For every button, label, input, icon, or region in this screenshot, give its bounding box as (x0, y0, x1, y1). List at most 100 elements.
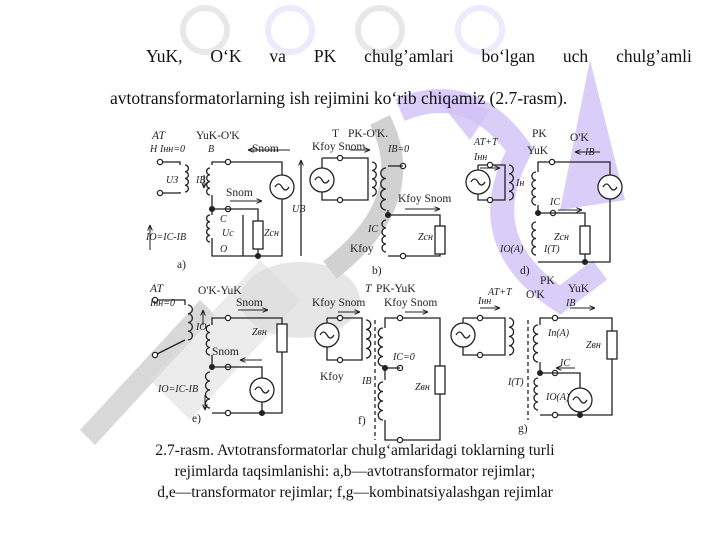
label: H (149, 144, 158, 155)
load-resistor (579, 225, 591, 255)
label: I(T) (543, 244, 560, 255)
terminal (551, 411, 559, 419)
winding-coil (365, 319, 372, 359)
wire (321, 157, 369, 201)
label: f) (358, 415, 366, 427)
current-arrow (201, 182, 207, 189)
label: Zвн (415, 382, 430, 393)
label: O (220, 244, 227, 255)
label: Zcн (264, 228, 279, 239)
terminal (396, 436, 404, 444)
wire (212, 208, 259, 221)
winding-coil (371, 161, 377, 197)
label: T (332, 128, 339, 140)
label: Zcн (418, 232, 433, 243)
paragraph-word: uch (562, 46, 589, 66)
ac-source-icon (254, 386, 270, 394)
current-arrow (422, 309, 429, 315)
label: Kfoy Snom (398, 193, 451, 205)
label: Kfoy (350, 243, 374, 255)
junction (581, 258, 589, 266)
load-resistor (434, 225, 446, 255)
label: d) (520, 265, 530, 277)
wire (538, 212, 586, 226)
paragraph-word: chulg’amlari (364, 46, 454, 66)
label: O'K (526, 289, 545, 301)
winding-coil (531, 171, 537, 206)
label: Iн (515, 178, 524, 189)
wire (540, 372, 581, 388)
label: IO (195, 322, 207, 333)
wire (211, 161, 283, 257)
current-arrow (256, 198, 263, 204)
paragraph-word: O‘K (210, 46, 242, 66)
current-arrow (494, 165, 501, 171)
wire (160, 161, 181, 165)
label: UB (292, 204, 305, 215)
winding-coil (508, 317, 515, 356)
winding-coil (380, 167, 387, 211)
label: Snom (226, 187, 253, 199)
terminal (336, 154, 344, 162)
current-arrow (494, 305, 501, 311)
caption-line-1: 2.7-rasm. Avtotransformatorlar chulg‘aml… (155, 442, 555, 459)
terminal (336, 314, 344, 322)
label: Iнн=0 (159, 144, 185, 155)
ac-source-icon (470, 178, 486, 186)
label: a) (177, 259, 186, 271)
current-arrow (364, 147, 371, 153)
label: Zвн (252, 327, 267, 338)
current-arrow (434, 206, 441, 212)
terminal (151, 351, 159, 359)
label: Uc (222, 228, 234, 239)
label: IO(A) (545, 392, 570, 403)
winding-coil (508, 164, 515, 201)
terminal (224, 409, 232, 417)
label: B (208, 144, 214, 155)
label: IC (549, 197, 560, 208)
winding-coil (205, 324, 211, 356)
label: In(A) (547, 328, 570, 339)
label: b) (372, 265, 382, 277)
terminal (156, 189, 164, 197)
wire (384, 394, 441, 441)
label: I(T) (507, 377, 524, 388)
ac-source-icon (602, 183, 618, 191)
winding-coil (206, 167, 211, 196)
label: T (365, 283, 373, 295)
current-arrow (200, 309, 206, 316)
ac-source-icon (455, 331, 471, 339)
winding-coil (381, 219, 387, 253)
label: O'K-YuK (198, 285, 242, 297)
winding-coil (532, 324, 539, 363)
terminal (336, 196, 344, 204)
label: AT+T (487, 287, 513, 298)
label: Snom (212, 346, 239, 358)
ac-source-icon (274, 183, 290, 191)
paragraph-word: bo‘lgan (481, 46, 535, 66)
wire (160, 192, 181, 194)
wire (154, 339, 186, 356)
paragraph-word: YuK, (146, 46, 183, 66)
wire (462, 317, 506, 356)
terminal (486, 196, 494, 204)
terminal (476, 314, 484, 322)
winding-coil (533, 377, 539, 411)
label: Snom (252, 143, 279, 155)
terminal (224, 314, 232, 322)
junction (258, 409, 266, 417)
caption-line-3: d,e—transformator rejimlar; f,g—kombinat… (157, 484, 553, 501)
load-resistor (252, 220, 264, 250)
current-arrow (574, 149, 581, 155)
current-arrow (262, 307, 269, 313)
load-resistor (276, 323, 288, 353)
caption-line-2: rejimlarda taqsimlanishi: a,b—avtotransf… (174, 463, 536, 480)
label: Zвн (586, 340, 601, 351)
label: O'K (570, 132, 589, 144)
label: PK (532, 128, 547, 140)
label: Kfoy Snom (312, 297, 365, 309)
label: IC (559, 358, 570, 369)
current-arrow (298, 159, 304, 166)
